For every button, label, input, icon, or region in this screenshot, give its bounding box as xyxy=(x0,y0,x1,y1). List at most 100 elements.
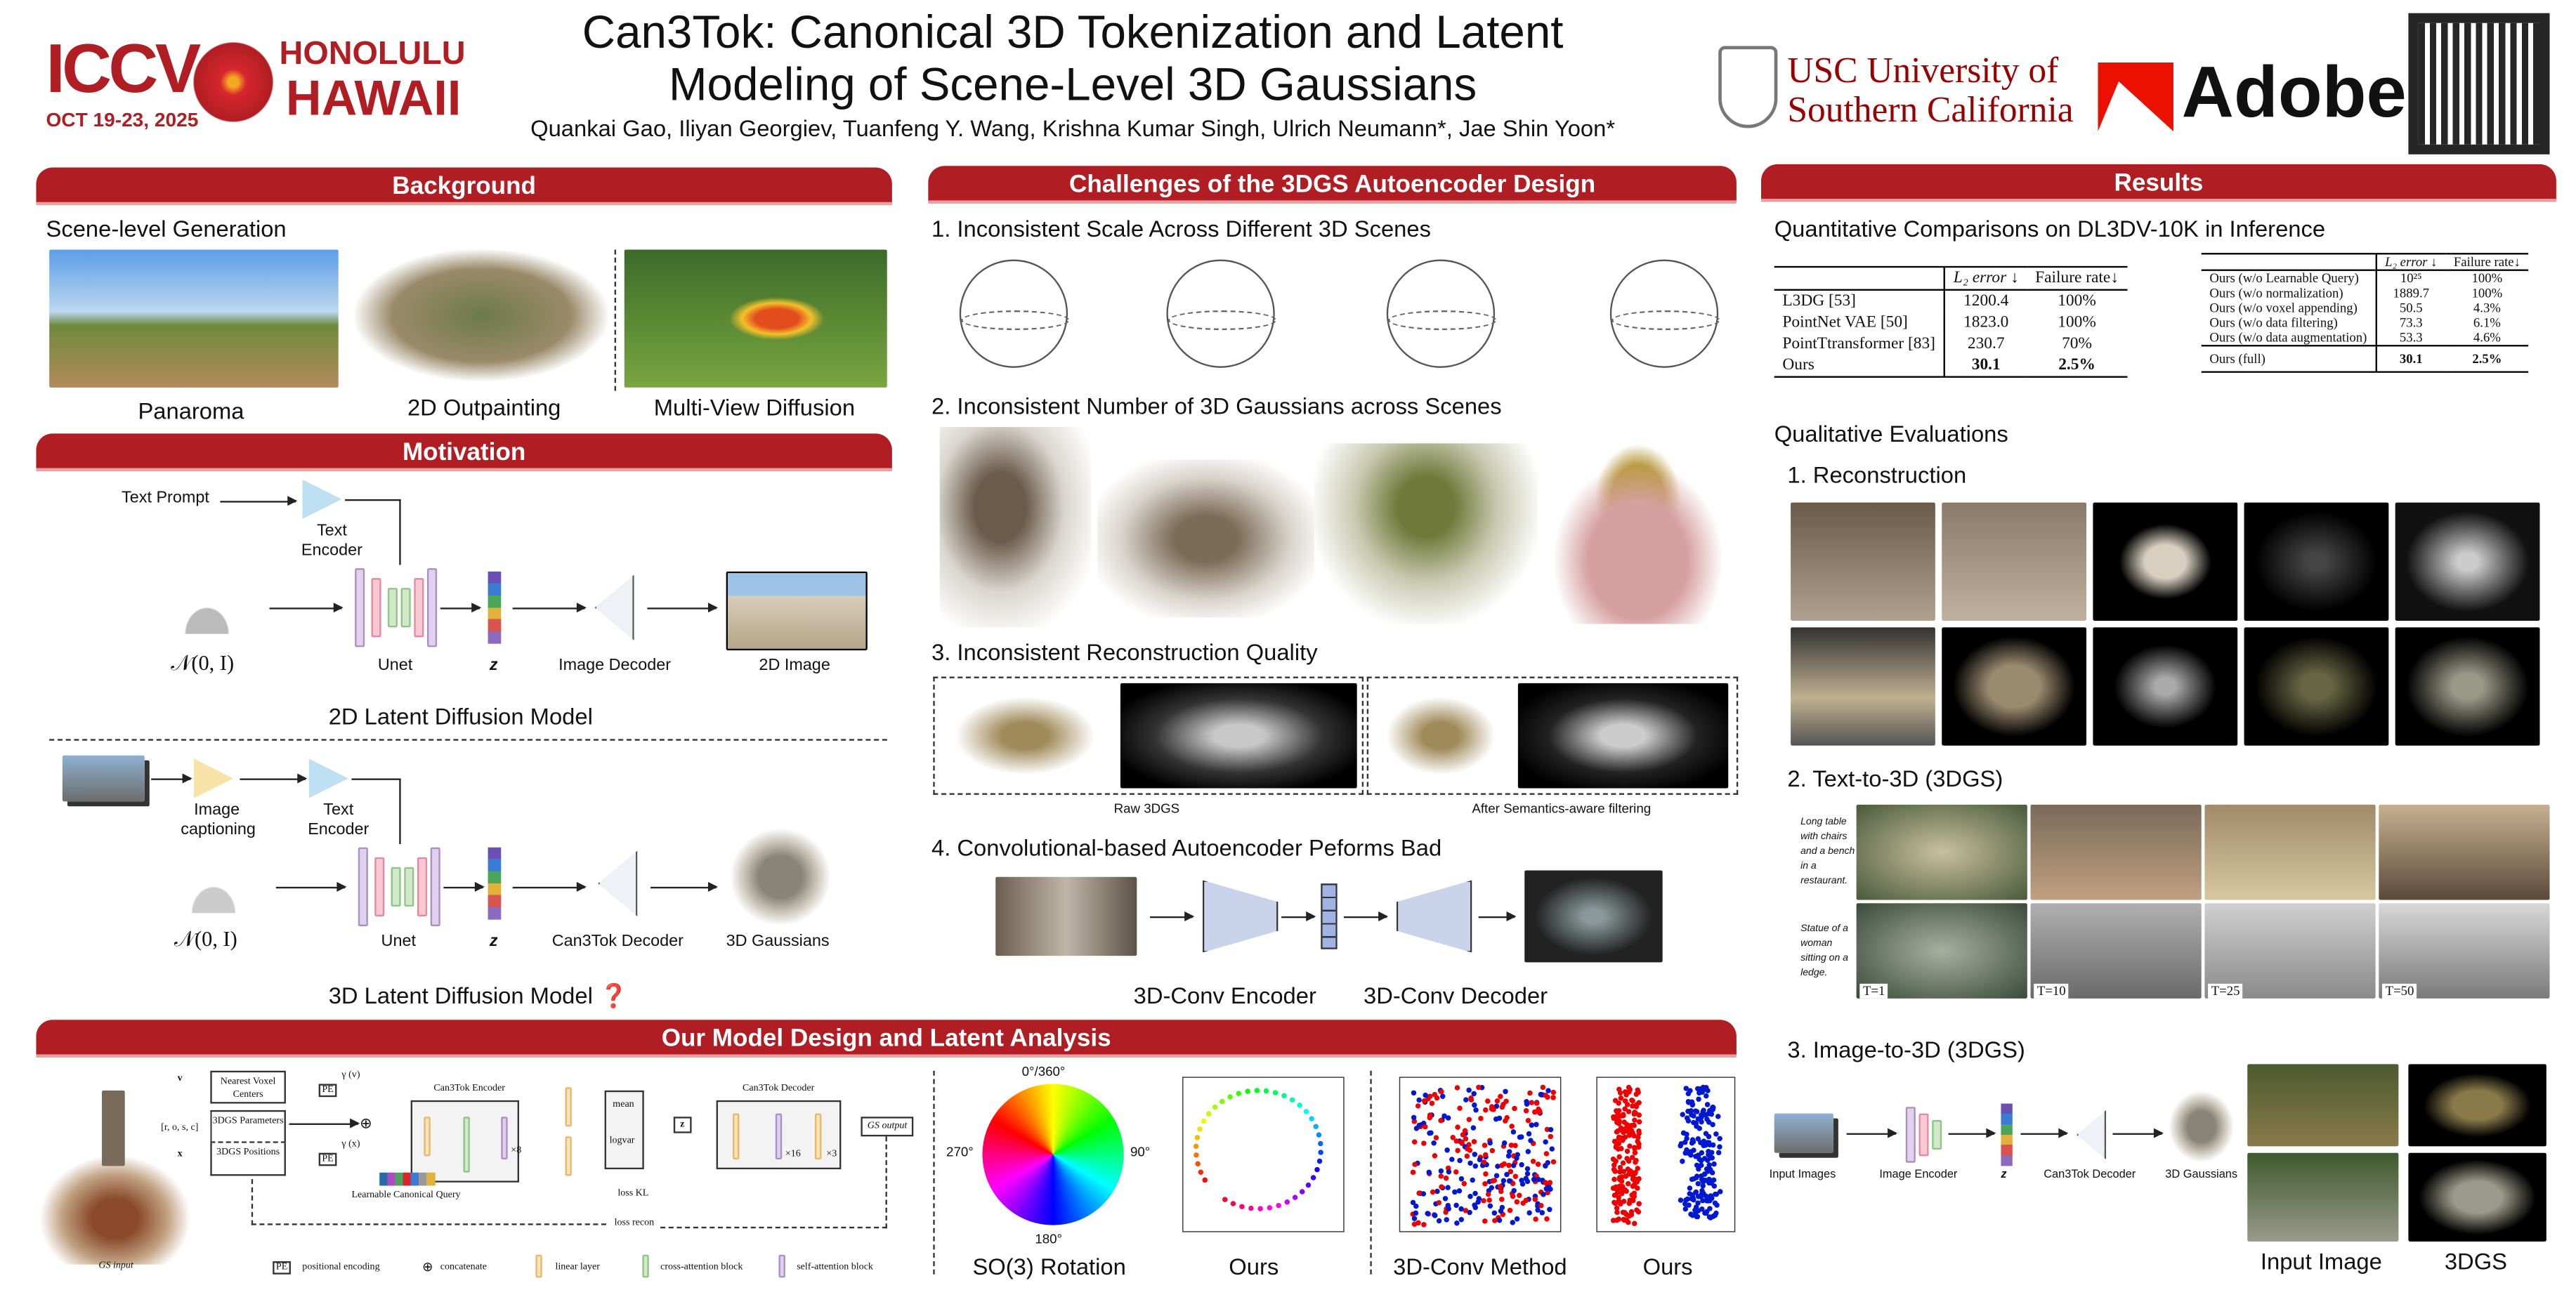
scatter-point xyxy=(1284,1199,1290,1205)
plot-frame xyxy=(1399,1077,1562,1232)
concatenate-icon: ⊕ xyxy=(422,1259,433,1275)
scatter-point xyxy=(1718,1189,1723,1194)
ours-latent-plot xyxy=(1596,1077,1736,1232)
scatter-point xyxy=(1700,1109,1706,1114)
result-image xyxy=(1942,627,2087,746)
scatter-point xyxy=(1713,1191,1718,1197)
scatter-point xyxy=(1316,1158,1323,1164)
scatter-point xyxy=(1511,1187,1517,1194)
image-filtered-points xyxy=(1376,690,1505,782)
scatter-point xyxy=(1472,1163,1479,1169)
image-filtered-render xyxy=(1517,683,1729,789)
scatter-point xyxy=(1432,1213,1438,1218)
scatter-point xyxy=(1458,1176,1465,1182)
scatter-point xyxy=(1464,1153,1470,1159)
scatter-point xyxy=(1685,1098,1692,1105)
scatter-point xyxy=(1472,1204,1479,1211)
scatter-point xyxy=(1635,1134,1641,1140)
scatter-point xyxy=(1411,1119,1418,1124)
plot-frame xyxy=(1182,1077,1345,1232)
scatter-point xyxy=(1694,1109,1700,1114)
section-background-header: Background xyxy=(36,167,892,206)
scatter-point xyxy=(1683,1086,1689,1091)
scatter-point xyxy=(1548,1126,1554,1133)
scatter-point xyxy=(1687,1185,1693,1191)
scatter-point xyxy=(1617,1176,1623,1183)
scatter-point xyxy=(1421,1222,1427,1228)
qr-code[interactable] xyxy=(2408,13,2550,154)
scatter-point xyxy=(1610,1218,1616,1223)
scatter-point xyxy=(1442,1196,1449,1202)
timestep-label: T=50 xyxy=(2381,983,2418,999)
scatter-point xyxy=(1624,1155,1630,1161)
scatter-point xyxy=(1506,1162,1512,1169)
conv-latent xyxy=(1321,883,1338,949)
usc-logo-line1: USC University of xyxy=(1787,49,2059,91)
scatter-point xyxy=(1467,1193,1473,1199)
scatter-point xyxy=(1498,1208,1504,1214)
scatter-point xyxy=(1201,1118,1207,1124)
scatter-point xyxy=(1536,1110,1542,1115)
scatter-point xyxy=(1483,1107,1489,1113)
scatter-point xyxy=(1454,1085,1460,1091)
color-wheel xyxy=(982,1084,1124,1225)
scatter-point xyxy=(1618,1201,1623,1207)
scatter-point xyxy=(1628,1209,1635,1215)
scatter-point xyxy=(1413,1203,1419,1209)
scatter-point xyxy=(1535,1207,1541,1213)
scene-sphere xyxy=(1166,259,1277,368)
scatter-point xyxy=(1528,1138,1534,1143)
scatter-point xyxy=(1622,1106,1628,1112)
scatter-point xyxy=(1524,1166,1531,1172)
scatter-point xyxy=(1700,1084,1706,1091)
scatter-point xyxy=(1623,1217,1630,1223)
scatter-point xyxy=(1632,1145,1637,1150)
image-outpainting xyxy=(355,249,608,381)
scatter-point xyxy=(1700,1197,1706,1204)
scene-sphere xyxy=(1609,259,1720,368)
scatter-point xyxy=(1706,1214,1713,1220)
scatter-point xyxy=(1544,1216,1550,1222)
scatter-point xyxy=(1198,1169,1203,1175)
scatter-point xyxy=(1462,1128,1468,1133)
scatter-point xyxy=(1626,1200,1633,1206)
scatter-point xyxy=(1410,1169,1416,1176)
scatter-point xyxy=(1508,1143,1515,1148)
scatter-point xyxy=(1549,1146,1555,1152)
scatter-point xyxy=(1453,1138,1459,1144)
section-motivation-header: Motivation xyxy=(36,433,892,472)
scatter-point xyxy=(1289,1097,1295,1103)
scatter-point xyxy=(1222,1197,1228,1202)
scatter-point xyxy=(1472,1190,1478,1197)
scatter-point xyxy=(1543,1186,1549,1192)
scatter-point xyxy=(1510,1162,1517,1169)
scatter-point xyxy=(1538,1202,1544,1209)
scatter-point xyxy=(1420,1191,1427,1197)
scatter-point xyxy=(1543,1151,1550,1157)
scatter-point xyxy=(1543,1093,1549,1098)
scatter-point xyxy=(1449,1157,1455,1162)
scatter-point xyxy=(1195,1161,1201,1167)
scatter-point xyxy=(1705,1088,1711,1093)
scatter-point xyxy=(1682,1206,1689,1212)
scatter-point xyxy=(1616,1108,1622,1114)
scatter-point xyxy=(1631,1220,1637,1227)
scatter-point xyxy=(1524,1098,1529,1105)
scatter-point xyxy=(1489,1106,1495,1112)
scatter-point xyxy=(1473,1107,1479,1113)
scatter-point xyxy=(1481,1198,1486,1204)
scatter-point xyxy=(1482,1218,1488,1224)
scatter-point xyxy=(1611,1176,1617,1183)
scatter-point xyxy=(1463,1136,1469,1142)
scatter-point xyxy=(1202,1177,1208,1183)
self-attention-layer xyxy=(501,1117,508,1160)
authors: Quankai Gao, Iliyan Georgiev, Tuanfeng Y… xyxy=(530,114,1616,142)
scatter-point xyxy=(1466,1117,1472,1123)
scatter-point xyxy=(1629,1154,1635,1160)
scatter-point xyxy=(1439,1093,1446,1100)
poster-title-line1: Can3Tok: Canonical 3D Tokenization and L… xyxy=(582,6,1564,58)
scatter-point xyxy=(1503,1098,1509,1104)
scatter-point xyxy=(1432,1091,1438,1098)
